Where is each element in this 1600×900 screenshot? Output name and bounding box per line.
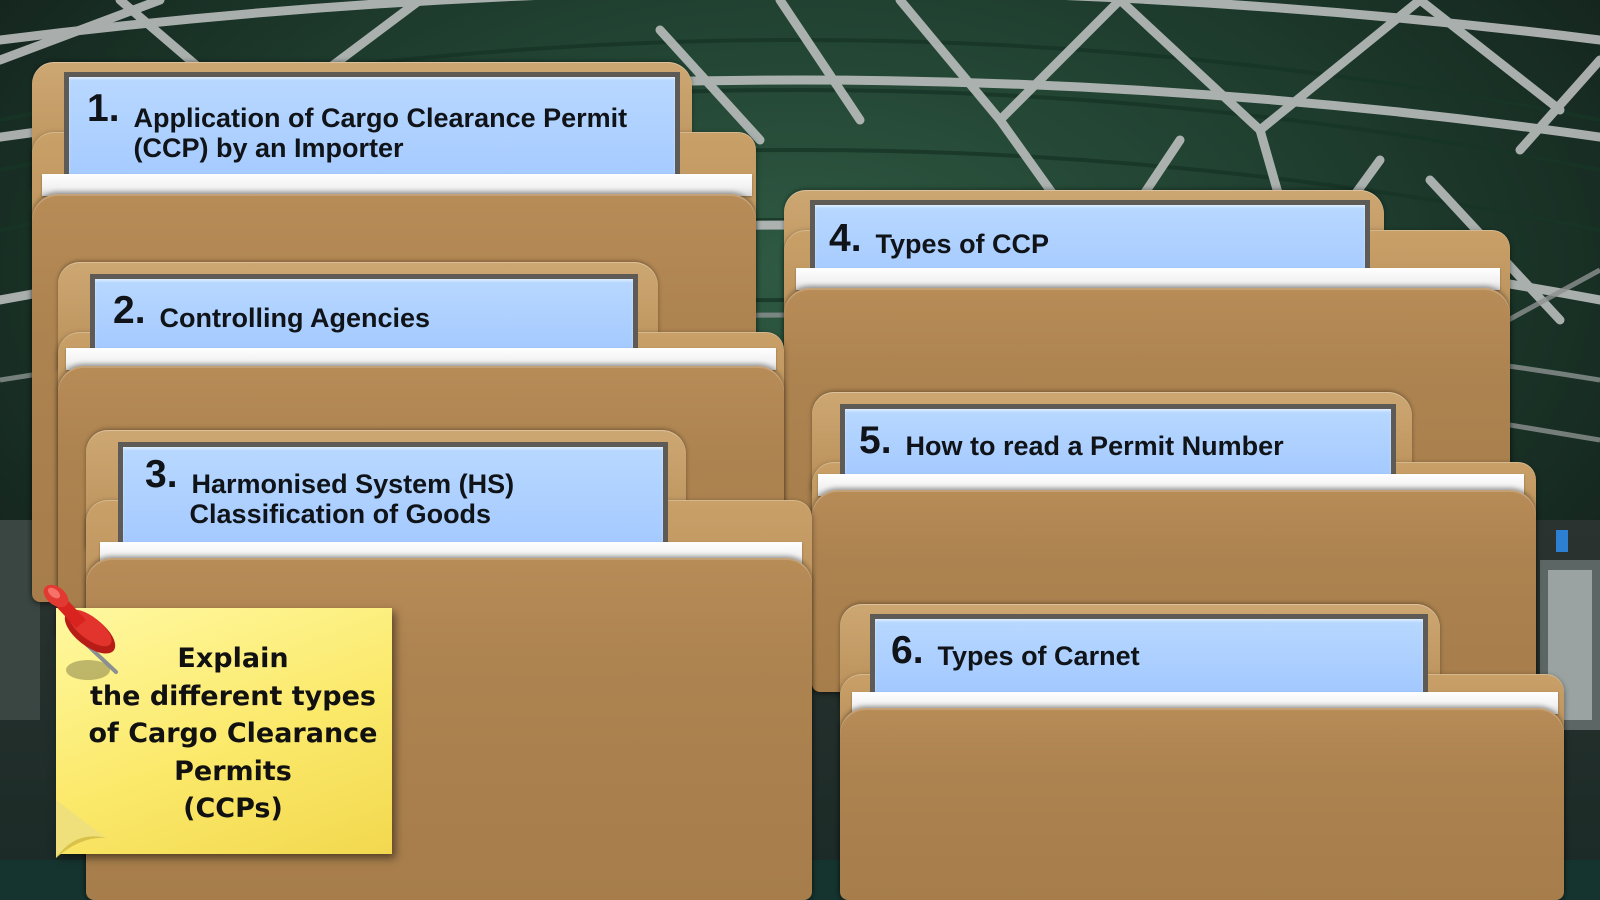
folder-4-title: Types of CCP — [875, 229, 1050, 259]
folder-2-label[interactable]: 2. Controlling Agencies — [90, 274, 638, 357]
sticky-note-line: (CCPs) — [183, 793, 283, 824]
folder-6-number: 6. — [891, 629, 924, 672]
sticky-note-line: of Cargo Clearance — [88, 718, 378, 749]
folder-5-number: 5. — [859, 419, 892, 462]
folder-3-number: 3. — [145, 453, 178, 496]
folder-3-label[interactable]: 3. Harmonised System (HS) Classification… — [118, 442, 668, 555]
folder-6[interactable]: 6. Types of Carnet — [840, 604, 1564, 900]
folder-4-paper — [796, 268, 1500, 290]
folder-1-paper — [42, 174, 752, 196]
sticky-note-line: Permits — [174, 755, 292, 787]
folder-1-title: Application of Cargo Clearance Permit (C… — [133, 103, 628, 163]
sticky-note-line: Explain — [177, 643, 289, 674]
folder-5-label[interactable]: 5. How to read a Permit Number — [840, 404, 1396, 483]
sticky-note: Explain the different types of Cargo Cle… — [56, 608, 392, 854]
folder-3-title: Harmonised System (HS) Classification of… — [189, 469, 515, 529]
folder-5-title: How to read a Permit Number — [905, 431, 1284, 461]
pushpin-icon — [43, 584, 118, 680]
folder-6-title: Types of Carnet — [937, 641, 1140, 671]
folder-2-paper — [66, 348, 776, 370]
folder-2-title: Controlling Agencies — [159, 303, 431, 333]
sticky-note-line: the different types — [90, 680, 376, 712]
folder-4-number: 4. — [829, 217, 862, 260]
sticky-note-curl — [56, 800, 106, 858]
folder-1-number: 1. — [87, 87, 120, 130]
folder-6-front — [840, 708, 1564, 900]
folder-2-number: 2. — [113, 289, 146, 332]
sticky-note-text: Explain the different types of Cargo Cle… — [74, 640, 392, 828]
folder-6-label[interactable]: 6. Types of Carnet — [870, 614, 1428, 693]
